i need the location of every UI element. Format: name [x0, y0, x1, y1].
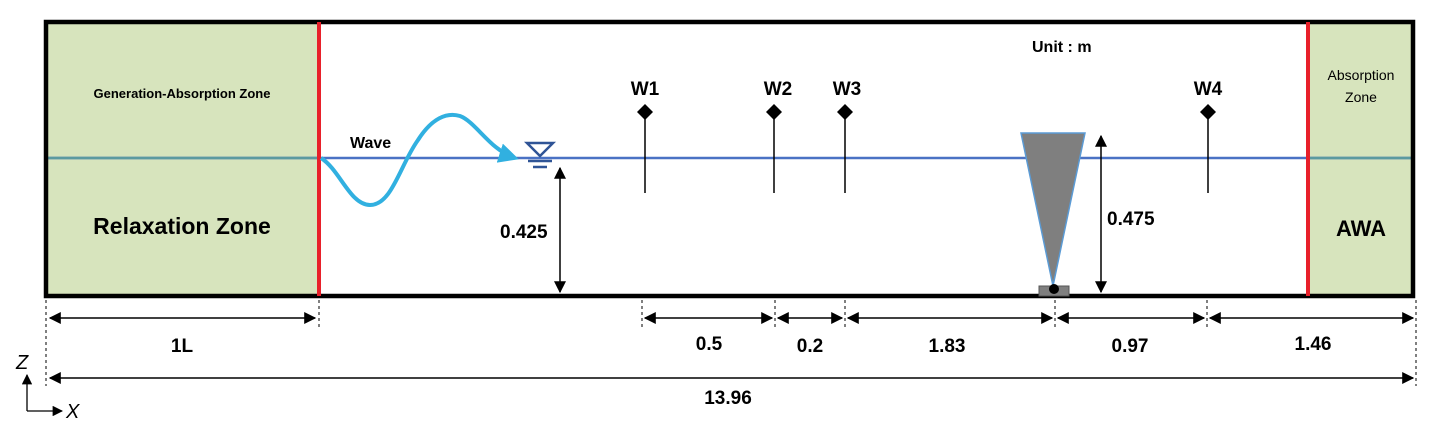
unit-label: Unit : m — [1032, 39, 1092, 56]
dim-label-w2-w3: 0.2 — [797, 336, 823, 357]
wave-gauge-w3: W3 — [833, 79, 862, 193]
wave-label: Wave — [350, 135, 391, 152]
wave-gauge-w2: W2 — [764, 79, 793, 193]
structure — [1020, 132, 1086, 297]
still-water-level-icon — [523, 141, 557, 169]
generation-absorption-zone-label: Generation-Absorption Zone — [94, 86, 271, 101]
dim-label-structure-w4: 0.97 — [1112, 336, 1149, 357]
dim-label-w1-w2: 0.5 — [696, 334, 723, 355]
water-depth-label: 0.425 — [500, 222, 548, 243]
gauge-label: W2 — [764, 79, 793, 100]
x-axis-label: X — [65, 401, 80, 423]
dim-label-1l: 1L — [171, 336, 194, 357]
extension-lines — [45, 300, 1417, 386]
wave-gauge-w4: W4 — [1194, 79, 1223, 193]
dim-label-total: 13.96 — [704, 388, 752, 409]
relaxation-zone-label: Relaxation Zone — [93, 213, 271, 239]
structure-height-label: 0.475 — [1107, 209, 1155, 230]
dim-label-w4-end: 1.46 — [1295, 334, 1332, 355]
flume-outline — [43, 19, 1416, 299]
gauge-label: W3 — [833, 79, 862, 100]
absorption-zone-label-1: Absorption — [1328, 67, 1395, 83]
z-axis-label: Z — [15, 352, 29, 374]
dim-label-w3-structure: 1.83 — [929, 336, 966, 357]
awa-label: AWA — [1336, 216, 1386, 241]
gauge-label: W1 — [631, 79, 660, 100]
coordinate-axes-icon — [21, 373, 64, 417]
wave-curve — [319, 112, 519, 208]
absorption-zone-label-2: Zone — [1345, 89, 1377, 105]
gauge-label: W4 — [1194, 79, 1223, 100]
wave-gauge-w1: W1 — [631, 79, 660, 193]
